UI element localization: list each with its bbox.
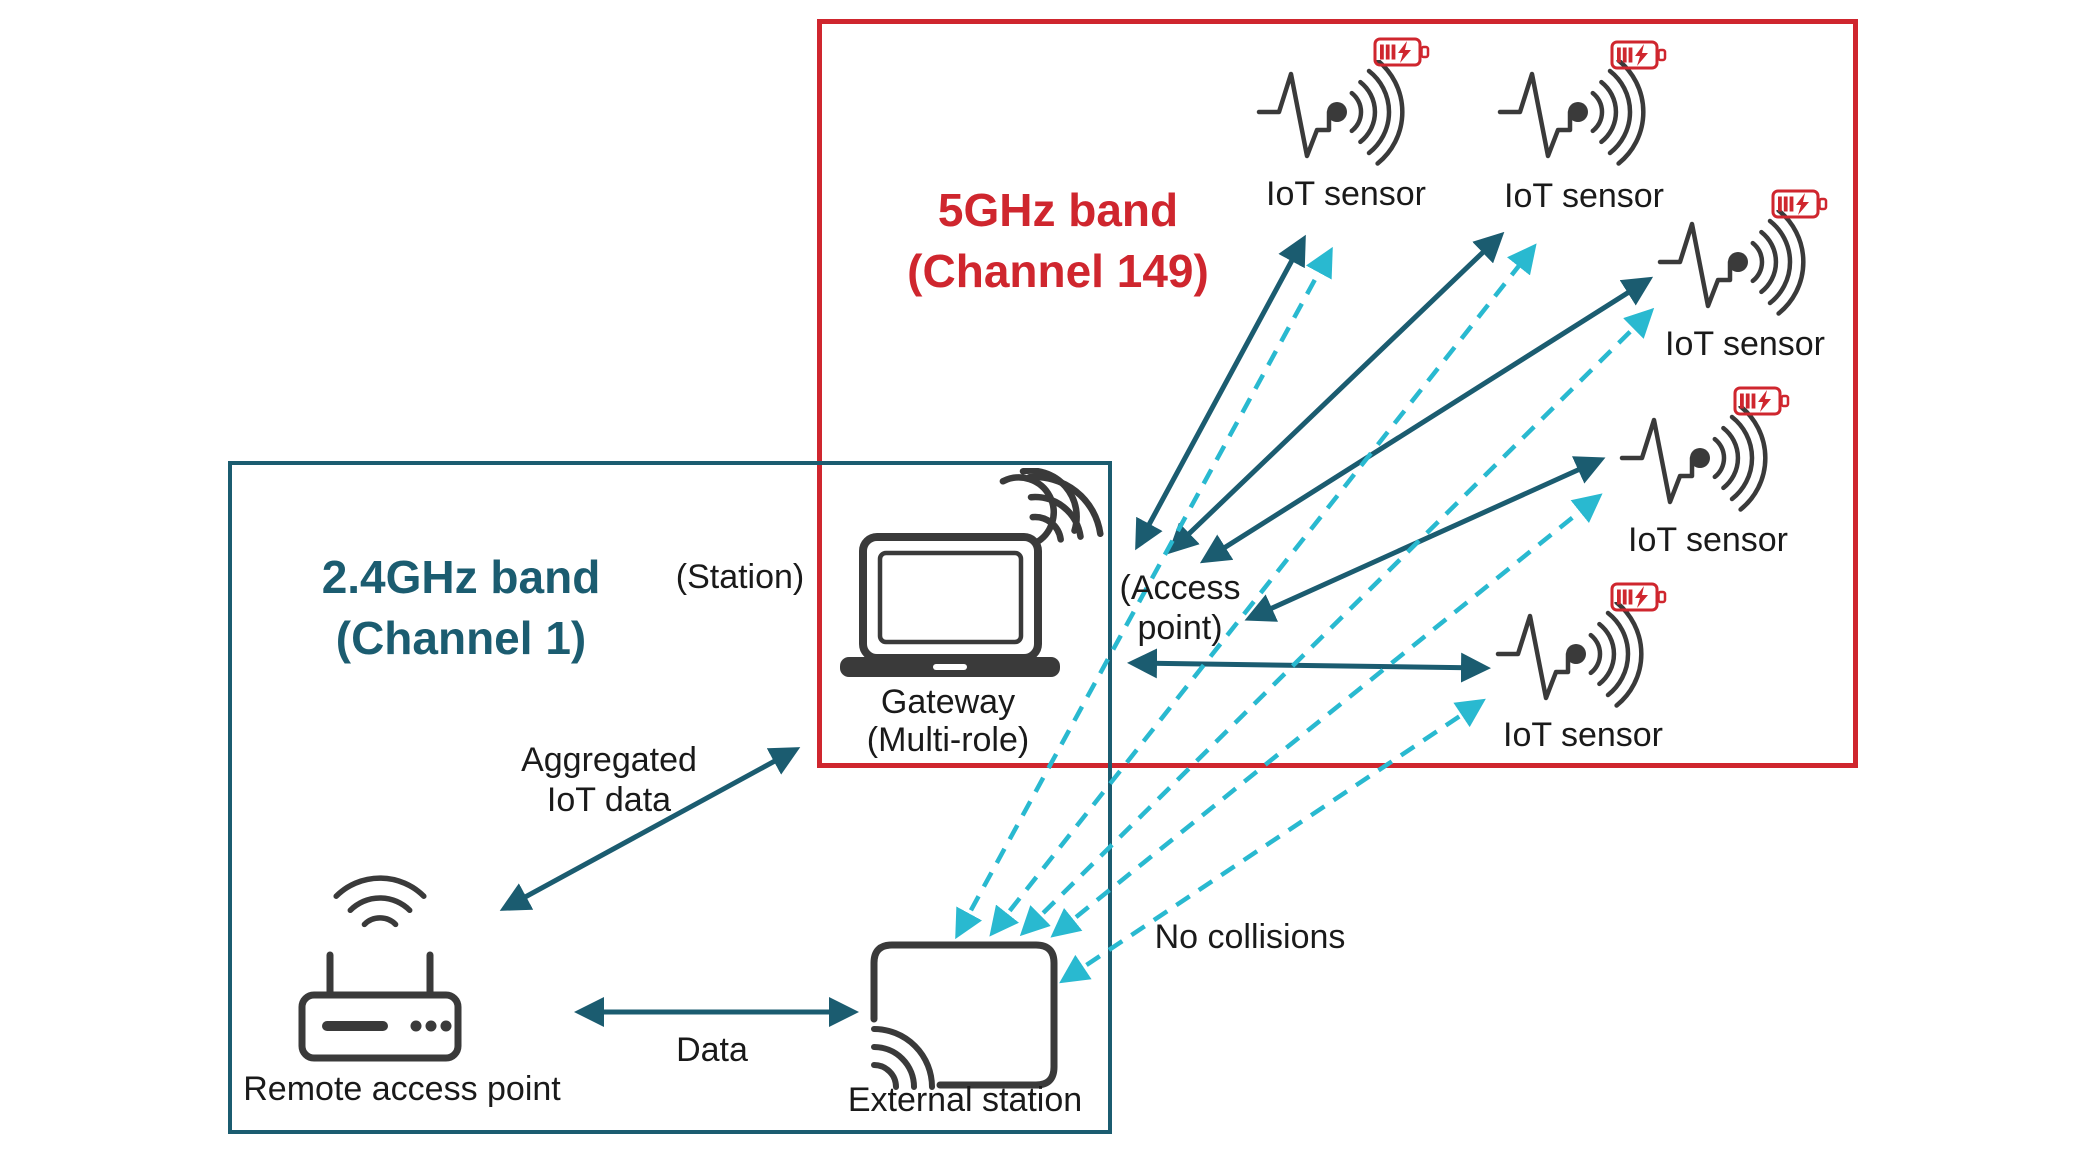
- data-label: Data: [676, 1031, 748, 1069]
- band-2-4ghz-title: 2.4GHz band (Channel 1): [322, 547, 601, 669]
- iot-sensor-4-battery-icon: [1733, 386, 1790, 416]
- gateway-ap-role-line1: (Access: [1119, 569, 1241, 607]
- external-station-label: External station: [847, 1081, 1083, 1119]
- iot-sensor-5-battery-icon: [1610, 582, 1667, 612]
- band-5ghz-title-line1: 5GHz band: [937, 184, 1179, 236]
- iot-sensor-3-icon: [1656, 210, 1806, 320]
- iot-sensor-4-label: IoT sensor: [1627, 521, 1789, 559]
- aggregated-iot-data-link: [499, 747, 801, 911]
- iot-sensor-4-icon: [1618, 406, 1768, 516]
- gateway-station-role-label: (Station): [675, 558, 805, 596]
- iot-sensor-1-battery-icon: [1373, 37, 1430, 67]
- external-station-icon: [870, 941, 1058, 1090]
- gateway-role: (Multi-role): [866, 721, 1030, 759]
- band-2-4ghz-title-line2: (Channel 1): [335, 612, 587, 664]
- station-sensor5-link: [1059, 698, 1486, 984]
- gateway-laptop-wifi-icon: [840, 468, 1104, 677]
- band-2-4ghz-title-line1: 2.4GHz band: [321, 551, 601, 603]
- aggregated-iot-data-line1: Aggregated: [521, 741, 697, 779]
- band-5ghz-title: 5GHz band (Channel 149): [907, 180, 1209, 302]
- iot-sensor-2-battery-icon: [1610, 40, 1667, 70]
- iot-sensor-2-icon: [1496, 60, 1646, 170]
- remote-access-point-label: Remote access point: [243, 1070, 561, 1108]
- gateway-sensor5-link: [1127, 648, 1491, 683]
- iot-sensor-2-label: IoT sensor: [1503, 177, 1665, 215]
- iot-sensor-5-icon: [1494, 602, 1644, 712]
- aggregated-iot-data-label: Aggregated IoT data: [521, 740, 697, 820]
- no-collisions-label: No collisions: [1154, 918, 1346, 956]
- iot-sensor-5-label: IoT sensor: [1502, 716, 1664, 754]
- iot-sensor-1-label: IoT sensor: [1265, 175, 1427, 213]
- band-5ghz-title-line2: (Channel 149): [907, 245, 1209, 297]
- aggregated-iot-data-line2: IoT data: [546, 781, 672, 819]
- iot-sensor-3-battery-icon: [1771, 189, 1828, 219]
- gateway-name: Gateway: [880, 683, 1016, 721]
- iot-sensor-3-label: IoT sensor: [1664, 325, 1826, 363]
- gateway-ap-role-line2: point): [1137, 609, 1223, 647]
- gateway-sensor3-link: [1199, 276, 1654, 564]
- remote-access-point-icon: [298, 875, 462, 1062]
- iot-sensor-1-icon: [1255, 60, 1405, 170]
- gateway-ap-role-label: (Access point): [1120, 568, 1241, 648]
- gateway-label: Gateway (Multi-role): [867, 683, 1029, 759]
